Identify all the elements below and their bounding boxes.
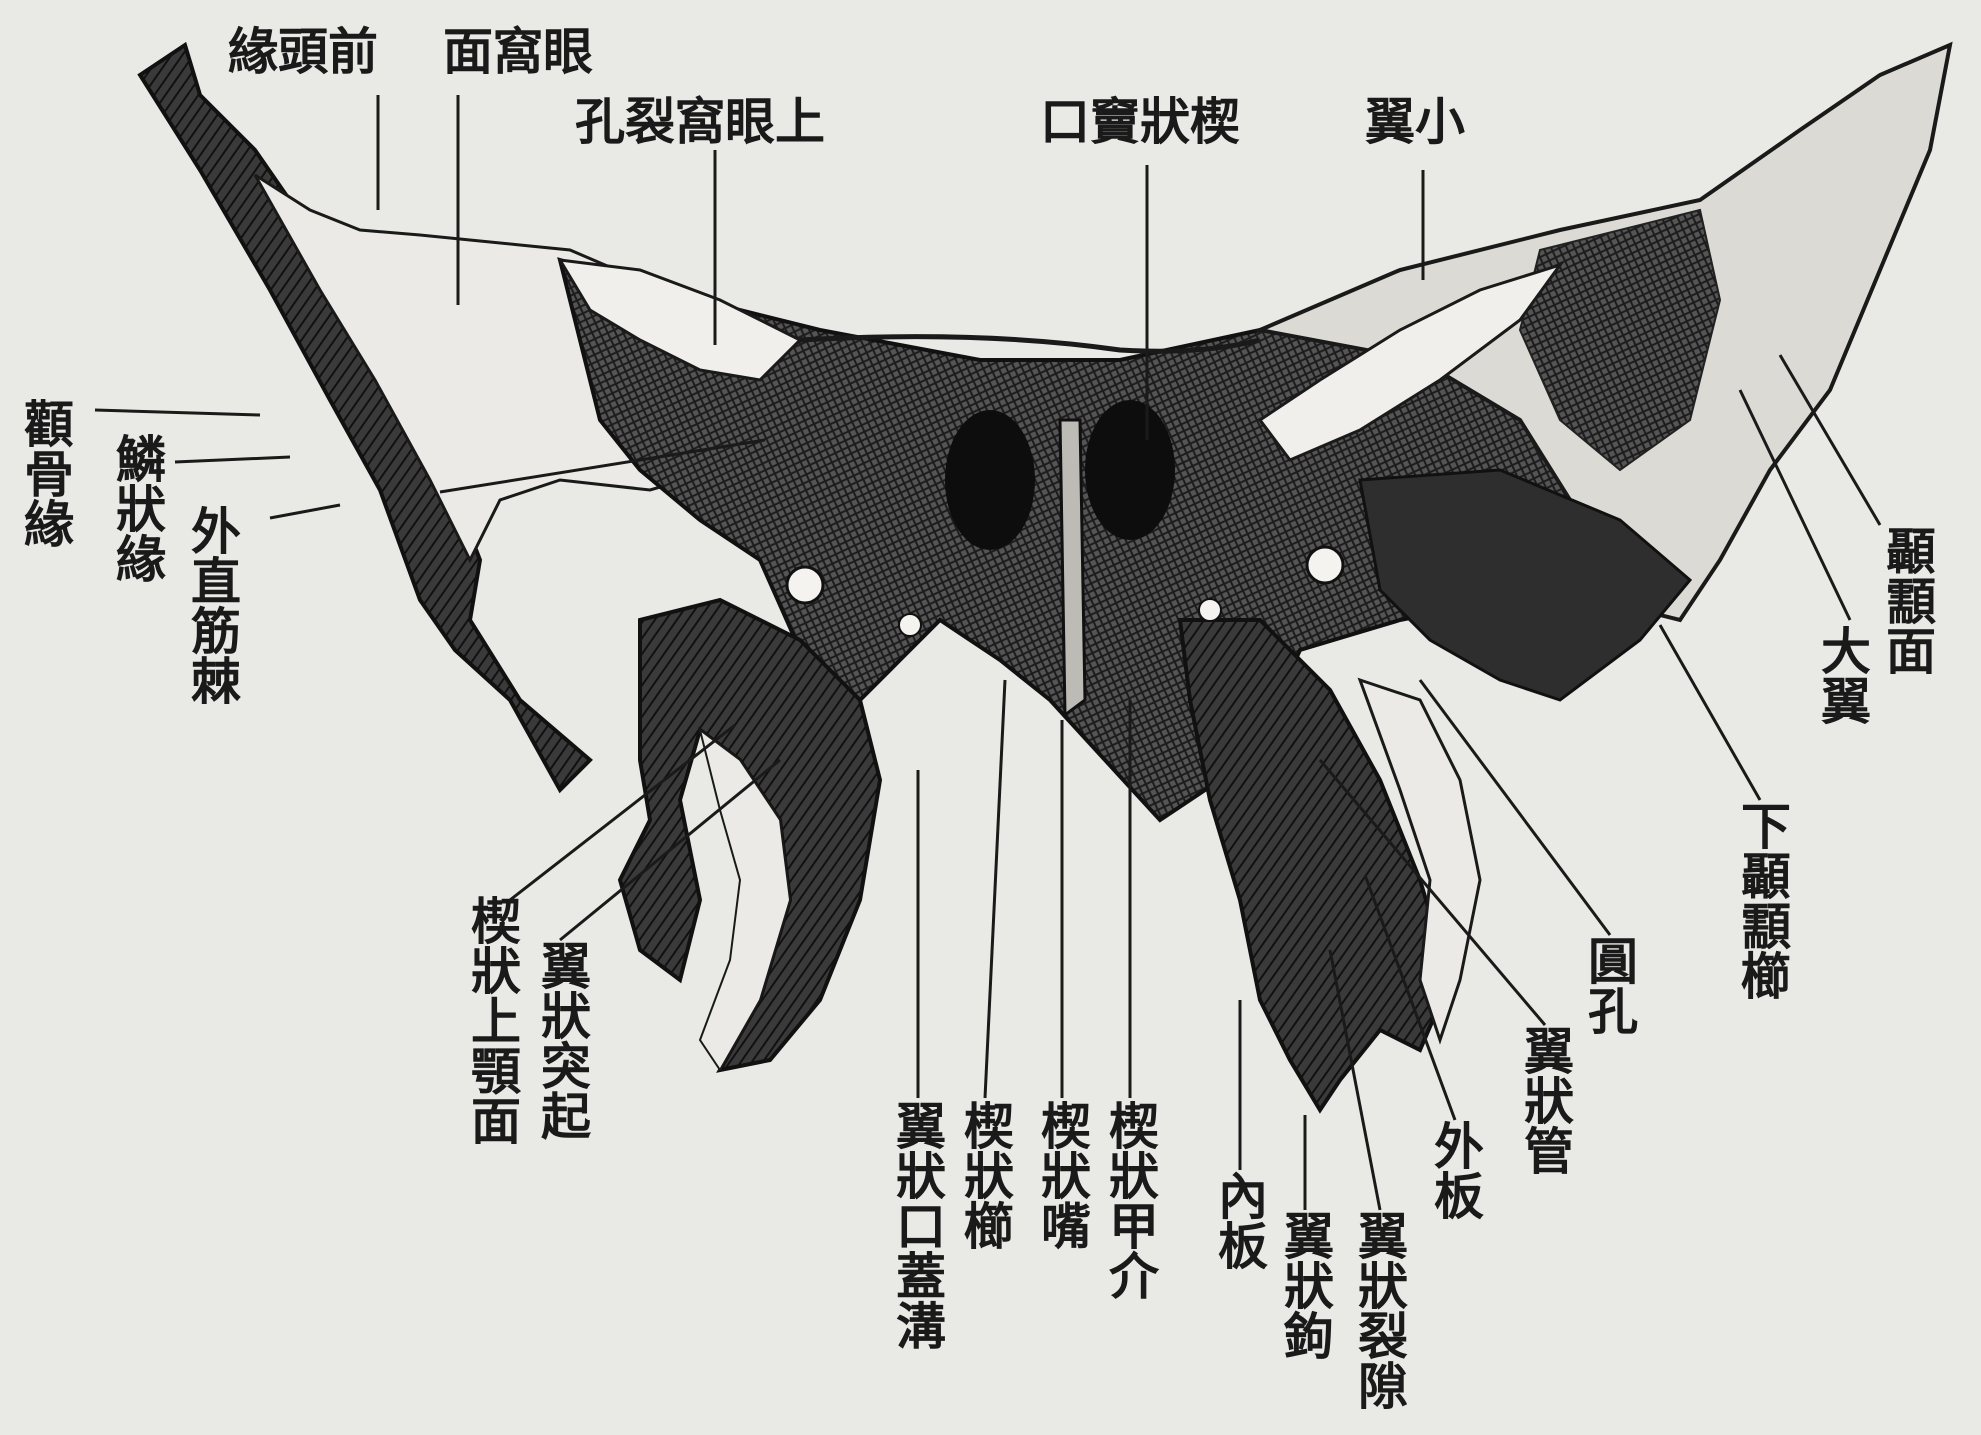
leader-zygomatic-margin <box>95 410 260 415</box>
left-pterygoid-canal <box>899 614 921 636</box>
label-superior-orbital-fissure: 孔裂窩眼上 <box>575 95 825 149</box>
label-orbital-surface: 面窩眼 <box>443 25 593 79</box>
leader-sphenoid-crest <box>985 680 1005 1098</box>
right-foramen-rotundum <box>1307 547 1343 583</box>
label-lateral-rectus-spine: 外直筋棘 <box>185 505 239 705</box>
right-sinus-opening <box>1085 400 1175 540</box>
label-foramen-rotundum: 圓孔 <box>1582 935 1636 1035</box>
label-pterygoid-fissure: 翼狀裂隙 <box>1352 1210 1406 1410</box>
label-pterygoid-hamulus: 翼狀鉤 <box>1278 1210 1332 1360</box>
label-pterygoid-process: 翼狀突起 <box>535 940 589 1140</box>
label-pterygoid-vaginal-groove: 翼狀口蓋溝 <box>890 1100 944 1350</box>
label-lateral-plate: 外板 <box>1428 1120 1482 1220</box>
leader-lateral-rectus-spine <box>270 505 340 518</box>
leader-squamous-margin <box>175 457 290 462</box>
label-medial-plate: 內板 <box>1212 1170 1266 1270</box>
label-greater-wing: 大翼 <box>1815 625 1869 725</box>
label-infratemporal-crest: 下顳顬櫛 <box>1735 800 1789 1000</box>
label-sphenoid-sinus-opening: 口竇狀楔 <box>1040 95 1240 149</box>
label-zygomatic-margin: 顴骨緣 <box>18 398 72 548</box>
label-sphenoid-concha: 楔狀甲介 <box>1103 1100 1157 1300</box>
sphenoid-rostrum-shape <box>1060 420 1085 715</box>
bone-silhouette <box>140 45 1950 1110</box>
label-pterygoid-canal: 翼狀管 <box>1518 1025 1572 1175</box>
label-sphenoid-rostrum: 楔狀嘴 <box>1035 1100 1089 1250</box>
leader-infratemporal-crest <box>1660 625 1760 800</box>
left-foramen-rotundum <box>787 567 823 603</box>
label-temporal-surface: 顳顬面 <box>1880 525 1934 675</box>
label-squamous-margin: 鱗狀緣 <box>110 433 164 583</box>
right-pterygoid-canal <box>1199 599 1221 621</box>
label-maxillary-surface: 楔狀上顎面 <box>465 895 519 1145</box>
label-frontal-margin: 緣頭前 <box>228 25 378 79</box>
label-sphenoid-crest: 楔狀櫛 <box>958 1100 1012 1250</box>
label-lesser-wing: 翼小 <box>1365 95 1465 149</box>
left-sinus-opening <box>945 410 1035 550</box>
